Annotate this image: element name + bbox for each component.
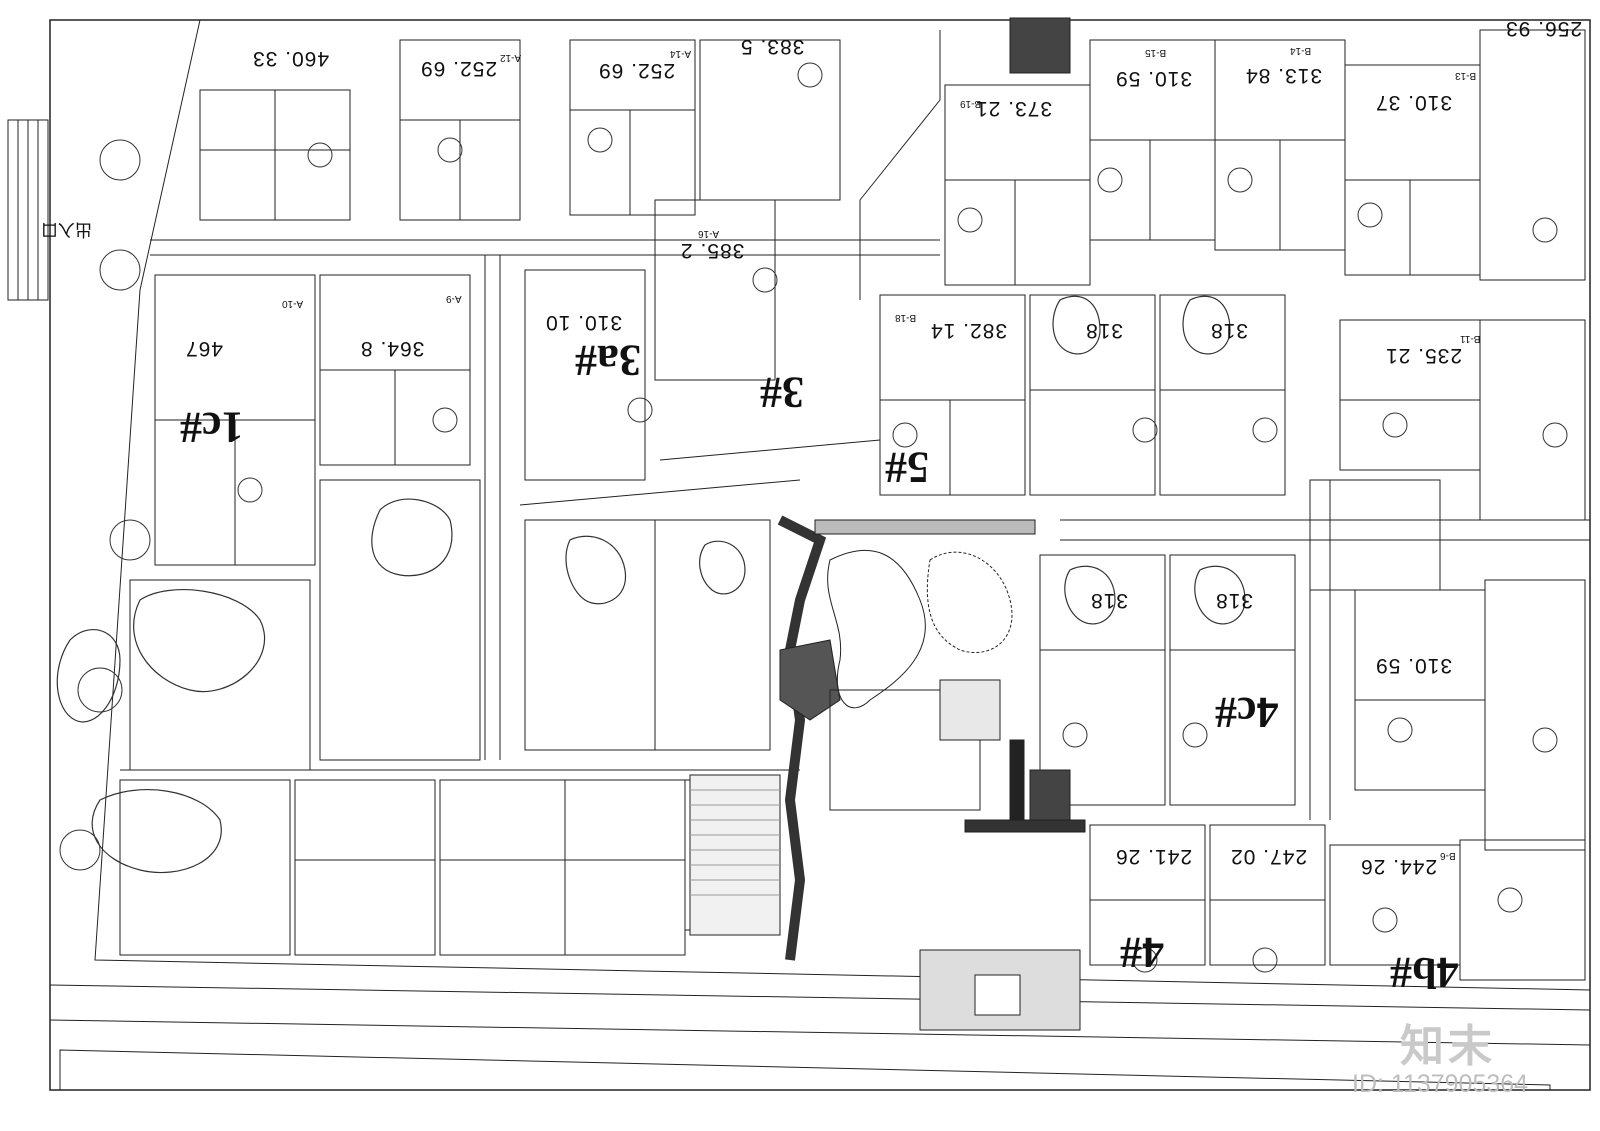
area-label: 244. 26 — [1360, 855, 1438, 878]
area-label: 252. 69 — [420, 57, 498, 80]
unit-code: B-13 — [1455, 70, 1477, 81]
watermark-id: ID: 1137905364 — [1352, 1070, 1529, 1098]
entrance-label: 出入口 — [41, 220, 92, 239]
area-label: 235. 21 — [1385, 344, 1463, 367]
area-label: 382. 14 — [930, 319, 1008, 342]
area-label: 241. 26 — [1115, 845, 1193, 868]
unit-code: B-18 — [895, 312, 917, 323]
building-label: 5# — [885, 443, 929, 492]
unit-code: A-14 — [670, 48, 692, 59]
building-label: 1c# — [180, 403, 244, 452]
building-label: 4# — [1120, 928, 1164, 977]
area-label: 373. 21 — [975, 97, 1053, 120]
area-label: 318 — [1085, 319, 1124, 342]
area-label: 313. 84 — [1245, 64, 1323, 87]
unit-code: A-12 — [500, 52, 522, 63]
unit-code: B-19 — [960, 98, 982, 109]
watermark-logo: 知末 — [1400, 1021, 1496, 1072]
unit-code: A-9 — [446, 293, 462, 304]
area-label: 310. 59 — [1115, 67, 1193, 90]
building-label: 4b# — [1390, 948, 1459, 997]
area-label: 310. 59 — [1375, 654, 1453, 677]
unit-code: A-10 — [282, 298, 304, 309]
unit-code: B-6 — [1440, 850, 1456, 861]
area-label: 383. 5 — [740, 35, 805, 58]
unit-code: B-14 — [1290, 45, 1312, 56]
area-label: 247. 02 — [1230, 845, 1308, 868]
unit-code: B-15 — [1145, 47, 1167, 58]
area-label: 364. 8 — [360, 337, 425, 360]
area-label: 318 — [1210, 319, 1249, 342]
area-label: 467 — [185, 337, 224, 360]
area-label: 460. 33 — [252, 47, 330, 70]
building-label: 4c# — [1215, 688, 1279, 737]
unit-code: A-16 — [698, 228, 720, 239]
building-label: 3# — [760, 368, 804, 417]
building-label: 3a# — [575, 336, 641, 385]
area-label: 310. 37 — [1375, 91, 1453, 114]
unit-code: B-11 — [1460, 333, 1481, 344]
area-label: 318 — [1215, 589, 1254, 612]
area-label: 318 — [1090, 589, 1129, 612]
area-label: 310. 10 — [545, 311, 623, 334]
area-label: 252. 69 — [598, 59, 676, 82]
area-label: 256. 93 — [1505, 17, 1583, 40]
area-label: 385. 2 — [680, 239, 745, 262]
